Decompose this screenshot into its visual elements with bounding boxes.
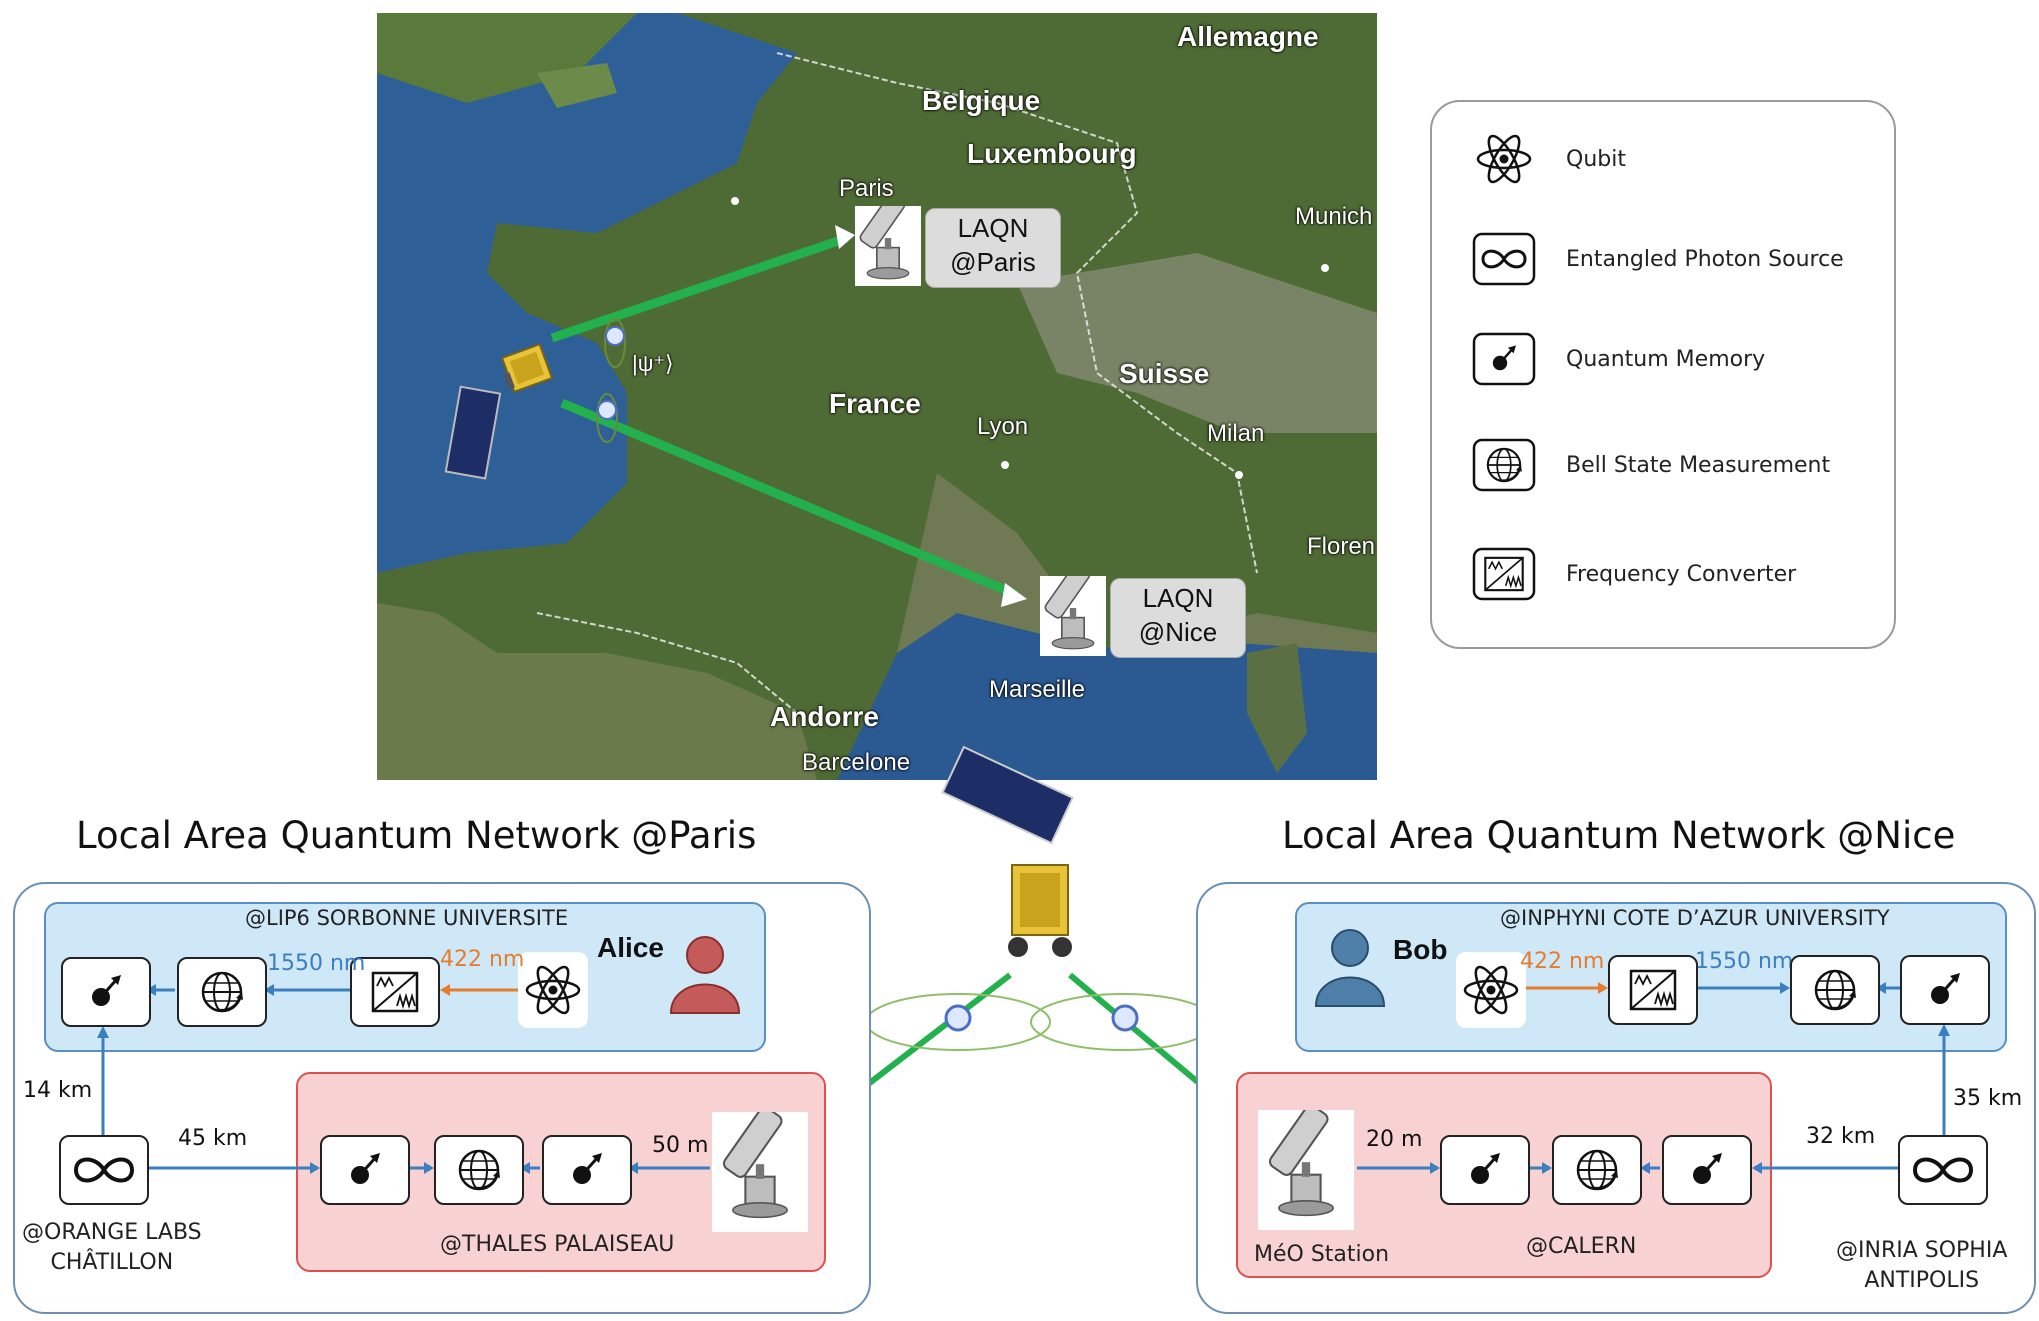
meo-station-label: MéO Station [1254,1242,1390,1267]
quantum-memory-icon [61,957,151,1027]
map-label-marseille: Marseille [989,676,1086,703]
wavelength-422-label: 422 nm [440,947,525,972]
distance-32km: 32 km [1806,1124,1876,1149]
map-label-munich: Munich [1295,203,1373,230]
wavelength-422-label: 422 nm [1520,949,1605,974]
map-label-suisse: Suisse [1119,358,1210,389]
bell-state-measurement-icon [434,1135,524,1205]
legend-label: Frequency Converter [1566,561,1797,587]
map-label-barcelone: Barcelone [802,749,911,776]
laqn-nice-line1: LAQN [1142,583,1214,613]
map-terrain [377,13,1377,780]
frequency-converter-icon [1472,544,1536,604]
laqn-paris-line2: @Paris [950,247,1036,277]
entangled-photon-source-icon [1472,229,1536,289]
europe-map: Allemagne Belgique Luxembourg Paris Muni… [377,13,1377,780]
telescope-icon [712,1104,808,1232]
legend-item-quantum-memory: Quantum Memory [1472,324,1765,394]
legend-item-frequency-converter: Frequency Converter [1472,539,1796,609]
laqn-paris-tag: LAQN @Paris [925,208,1061,288]
lip6-title: @LIP6 SORBONNE UNIVERSITE [245,906,569,930]
distance-35km: 35 km [1953,1086,2023,1111]
nice-network-title: Local Area Quantum Network @Nice [1282,814,1956,857]
frequency-converter-icon [350,957,440,1027]
bob-avatar-icon [1310,920,1390,1020]
quantum-memory-icon [1440,1135,1530,1205]
legend-item-entangled-photon-source: Entangled Photon Source [1472,224,1844,294]
wavelength-1550-label: 1550 nm [1695,949,1794,974]
calern-site-label: @CALERN [1526,1234,1637,1259]
wavelength-1550-label: 1550 nm [267,951,366,976]
distance-14km: 14 km [23,1078,93,1103]
bell-state-label: |ψ⁺⟩ [632,351,674,376]
quantum-memory-icon [1900,955,1990,1025]
bell-state-measurement-icon [177,957,267,1027]
laqn-nice-line2: @Nice [1138,617,1218,647]
quantum-memory-icon [542,1135,632,1205]
telescope-icon [855,206,921,286]
entangled-photon-source-icon [59,1135,149,1205]
inria-line2: ANTIPOLIS [1864,1268,1980,1293]
map-label-florence: Floren [1307,533,1376,560]
bell-state-measurement-icon [1790,955,1880,1025]
quantum-memory-icon [1662,1135,1752,1205]
legend-label: Entangled Photon Source [1566,246,1844,272]
qubit-icon [518,952,588,1028]
legend-label: Bell State Measurement [1566,452,1831,478]
laqn-nice-tag: LAQN @Nice [1110,578,1246,658]
bell-state-measurement-icon [1472,435,1536,495]
satellite-icon [941,745,1074,957]
qubit-icon [1456,952,1526,1028]
quantum-memory-icon [1472,329,1536,389]
map-label-belgique: Belgique [922,85,1041,116]
orange-labs-site: @ORANGE LABS CHÂTILLON [22,1218,202,1278]
thales-site-label: @THALES PALAISEAU [440,1232,675,1257]
bell-state-measurement-icon [1552,1135,1642,1205]
inphyni-title: @INPHYNI COTE D’AZUR UNIVERSITY [1500,906,1890,930]
alice-label: Alice [597,932,664,963]
legend-item-bell-state-measurement: Bell State Measurement [1472,430,1830,500]
quantum-memory-icon [320,1135,410,1205]
paris-network-title: Local Area Quantum Network @Paris [76,814,757,857]
orange-labs-line1: @ORANGE LABS [22,1220,202,1245]
telescope-icon [1258,1102,1354,1230]
frequency-converter-icon [1608,955,1698,1025]
inria-site: @INRIA SOPHIA ANTIPOLIS [1836,1236,2007,1296]
map-label-france: France [829,388,921,419]
map-label-andorre: Andorre [770,701,879,732]
distance-45km: 45 km [178,1126,248,1151]
map-label-paris: Paris [839,175,894,202]
orange-labs-line2: CHÂTILLON [50,1250,174,1275]
map-label-allemagne: Allemagne [1177,21,1319,52]
bob-label: Bob [1393,934,1448,965]
map-label-lyon: Lyon [977,413,1029,440]
map-label-milan: Milan [1207,420,1265,447]
distance-20m: 20 m [1366,1127,1423,1152]
map-label-luxembourg: Luxembourg [967,138,1137,169]
legend-label: Qubit [1566,146,1626,172]
entangled-photon-source-icon [1898,1135,1988,1205]
legend-panel: Qubit Entangled Photon Source Quantum Me… [1430,100,1896,649]
legend-item-qubit: Qubit [1472,124,1626,194]
legend-label: Quantum Memory [1566,346,1766,372]
laqn-paris-line1: LAQN [957,213,1029,243]
distance-50m: 50 m [652,1133,709,1158]
telescope-icon [1040,576,1106,656]
inria-line1: @INRIA SOPHIA [1836,1238,2008,1263]
